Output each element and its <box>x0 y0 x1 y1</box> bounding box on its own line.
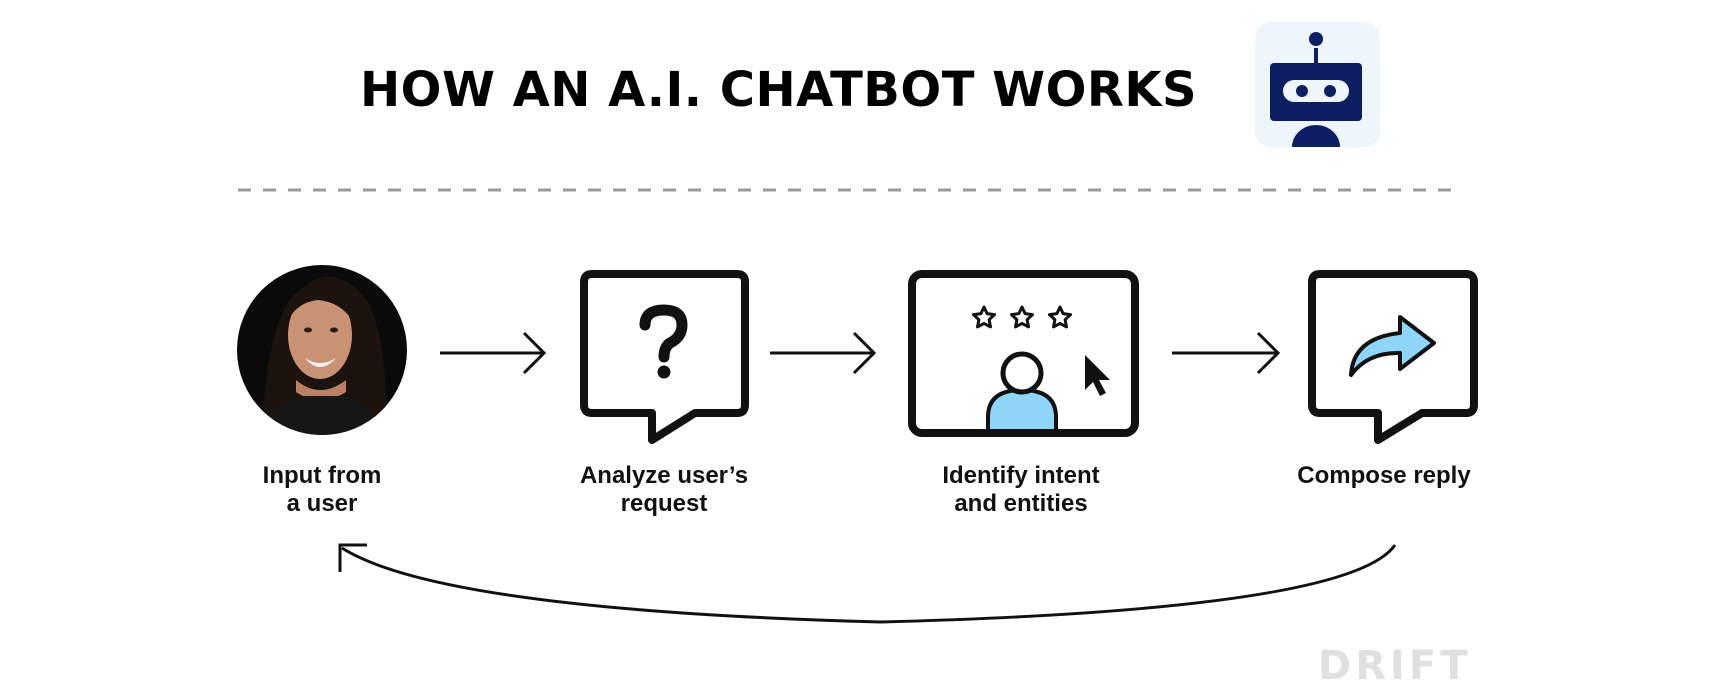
step-label-line: and entities <box>954 490 1088 517</box>
step-label-compose: Compose reply <box>1254 462 1514 490</box>
step-label-line: Input from <box>262 462 382 489</box>
robot-icon <box>1255 22 1380 147</box>
arrow-1 <box>440 331 547 375</box>
step-label-line: Analyze user’s <box>579 462 749 489</box>
intent-screen-icon <box>908 270 1139 437</box>
step-label-input: Input from a user <box>192 462 452 518</box>
page-title: HOW AN A.I. CHATBOT WORKS <box>360 62 1198 118</box>
question-bubble-icon <box>580 270 749 444</box>
cursor-icon <box>1085 355 1110 396</box>
step-label-line: Identify intent <box>942 462 1100 489</box>
step-label-analyze: Analyze user’s request <box>534 462 794 518</box>
loop-arrow <box>338 543 1397 624</box>
brand-logo: DRIFT <box>1318 643 1472 689</box>
user-figure-icon <box>986 351 1058 433</box>
step-label-line: a user <box>286 490 358 517</box>
step-label-line: Compose reply <box>1297 462 1471 489</box>
reply-bubble-icon <box>1308 270 1478 444</box>
step-label-identify: Identify intent and entities <box>891 462 1151 518</box>
user-photo <box>237 265 407 435</box>
arrow-2 <box>770 331 877 375</box>
step-label-line: request <box>620 490 708 517</box>
rating-stars <box>972 305 1072 329</box>
arrow-3 <box>1172 331 1281 375</box>
